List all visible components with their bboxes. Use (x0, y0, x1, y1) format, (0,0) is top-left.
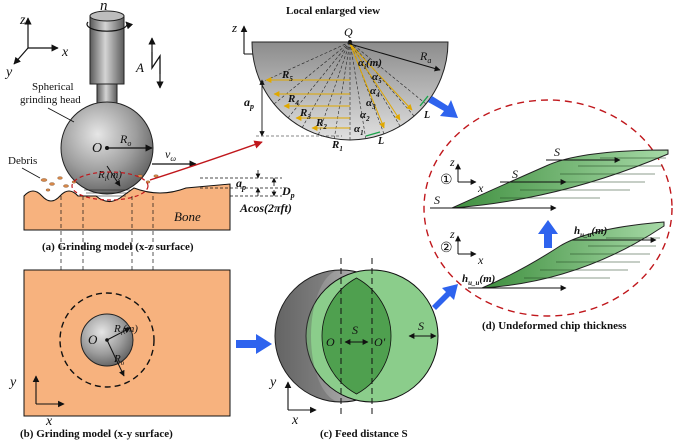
L-label-1: L (377, 136, 384, 147)
local-enlarged-view: Local enlarged view z x (231, 5, 449, 153)
outer-dashed-circle (59, 292, 155, 388)
panel-b-grinding-model-xy: O Ri(m) Ro y x (b) Grinding model (x-y s… (8, 269, 231, 440)
R2-label: R2 (315, 117, 327, 131)
radius-Ro-label: Ro (119, 132, 131, 148)
axis-z-label-d1: z (449, 155, 455, 169)
marker-2: ② (440, 241, 453, 256)
blue-arrow-local-to-d (428, 96, 458, 118)
panel-a-grinding-model-xz: z x y Bone n A O Ro Ri(m) vω Spherical (4, 0, 295, 253)
debris-particles (40, 174, 159, 192)
alpha1-label: α1 (354, 123, 364, 137)
blue-arrow-c-to-d (432, 284, 458, 310)
axis-y-label: y (4, 65, 13, 80)
blue-arrow-up (538, 220, 558, 248)
chip-detail-ellipse (423, 99, 673, 317)
chip-lower (481, 221, 665, 289)
Q-label: Q (344, 25, 353, 39)
shaft-top (89, 10, 125, 22)
radius-Ro-arrow-b (106, 339, 125, 377)
amplitude-term-label: Acos(2πft) (239, 201, 292, 215)
rotation-n-label: n (100, 0, 108, 14)
L-markers (365, 95, 429, 137)
S-label-right: S (418, 319, 424, 333)
local-view-title: Local enlarged view (286, 5, 380, 17)
overlap-region (321, 277, 392, 395)
axis-z-label-d2: z (449, 227, 455, 241)
hu-label-lower: hu_u(m) (462, 273, 495, 287)
yellow-levels (265, 77, 350, 131)
S-label-d2: S (512, 167, 518, 181)
caption-c: (c) Feed distance S (320, 428, 408, 440)
chip-upper-hatch (500, 157, 666, 199)
O-prime-label-c: O' (374, 335, 386, 349)
zoom-arrow (149, 140, 263, 181)
marker-1: ① (440, 173, 453, 188)
radius-Ro-label-b: Ro (113, 353, 125, 367)
spherical-label-line2: grinding head (20, 94, 81, 106)
caption-b: (b) Grinding model (x-y surface) (20, 428, 173, 440)
bone-label: Bone (174, 209, 201, 224)
axis-x-label: x (61, 45, 69, 60)
rotation-arrow (86, 21, 134, 32)
tool-shaft (89, 15, 125, 85)
center-O-label-b: O (88, 332, 98, 347)
Dp-label: Dp (281, 184, 295, 200)
alpha3-label: α3 (366, 97, 376, 111)
axis-z-label-local: z (231, 20, 237, 35)
yellow-radii (349, 43, 413, 129)
debris-label: Debris (8, 155, 37, 167)
hu-label-upper: hu_u(m) (574, 225, 607, 239)
spherical-label-line1: Spherical (32, 81, 74, 93)
axis-y-label-c: y (268, 375, 277, 390)
bone-block (23, 183, 231, 231)
spherical-leader (47, 107, 75, 123)
L-label-2: L (423, 110, 430, 121)
S-label-d1: S (434, 193, 440, 207)
axes-a: z x y (4, 13, 69, 80)
chip-upper (451, 149, 669, 209)
S-label-d3: S (554, 145, 560, 159)
R3-label: R3 (299, 107, 311, 121)
amplitude-A-label: A (135, 60, 144, 75)
alpha5-label: α5 (372, 71, 382, 85)
R1-label: R1 (331, 139, 343, 153)
S-label-center: S (352, 323, 358, 337)
radius-Ri-arrow-b (106, 327, 131, 341)
radius-Ri-label: Ri(m) (97, 169, 122, 183)
axis-x-label-d1: x (477, 181, 484, 195)
R5-label: R5 (281, 69, 293, 83)
axis-x-label-d2: x (477, 253, 484, 267)
velocity-label: vω (165, 147, 176, 163)
panel-c-feed-distance: S O O' S y x (c) Feed distance S (268, 258, 439, 440)
radius-Ri-arrow (106, 165, 121, 187)
radial-lines (261, 42, 427, 140)
blue-arrow-b-to-c (236, 334, 272, 354)
axis-z-label: z (19, 13, 26, 28)
alpha-i-label: αi(m) (358, 57, 382, 71)
vibration-zigzag (151, 52, 161, 74)
Ra-arrow (349, 43, 441, 72)
alpha2-label: α2 (360, 109, 370, 123)
axis-x-label-c: x (291, 413, 299, 428)
caption-a: (a) Grinding model (x-z surface) (42, 241, 194, 253)
ap-label-a: ap (236, 176, 246, 192)
R4-label: R4 (287, 93, 299, 107)
contact-lines (84, 189, 130, 197)
half-ball (251, 41, 449, 141)
depth-dimensions (200, 170, 282, 197)
caption-d: (d) Undeformed chip thickness (482, 320, 627, 332)
O-label-c: O (326, 335, 335, 349)
Ra-label: Ra (419, 49, 431, 65)
chip-lower-hatch (524, 237, 660, 279)
center-O-label: O (92, 141, 102, 156)
ap-label-local: ap (244, 95, 254, 111)
panel-d-undeformed-chip: S S S ① z x hu_u(m) hu_u(m) ② z x (d) Un… (423, 99, 673, 332)
radius-Ri-label-b: Ri(m) (113, 323, 138, 337)
axis-y-label-b: y (8, 375, 17, 390)
contact-zone-ellipse (71, 171, 149, 201)
axis-x-label-b: x (45, 414, 53, 429)
alpha4-label: α4 (370, 85, 380, 99)
